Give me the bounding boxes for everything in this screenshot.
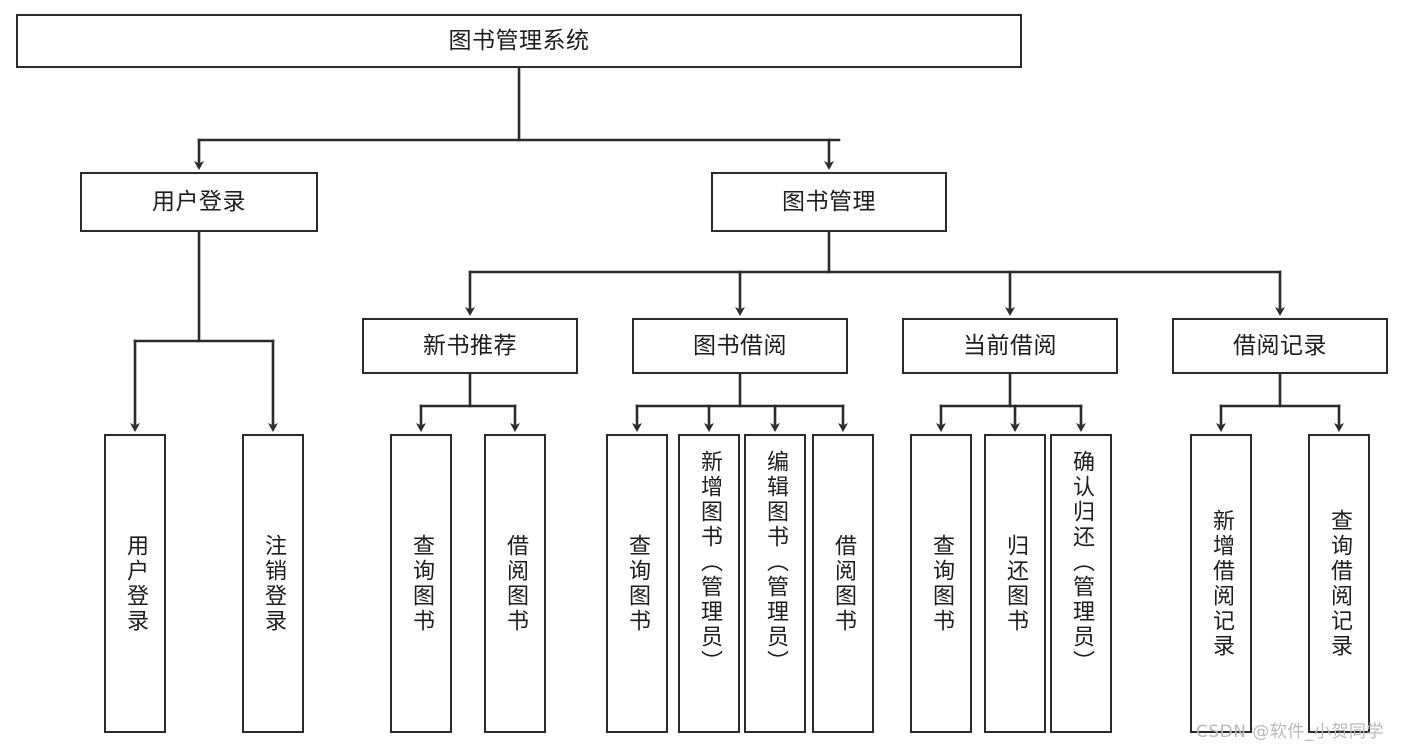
node-leaf-query-borrow-record[interactable]: 查询借阅记录 xyxy=(1308,434,1370,733)
node-leaf-add-borrow-record-label: 新增借阅记录 xyxy=(1209,508,1234,659)
node-leaf-borrow-book-recommend[interactable]: 借阅图书 xyxy=(484,434,546,733)
node-leaf-borrow-book-recommend-label: 借阅图书 xyxy=(503,533,528,634)
node-leaf-user-login[interactable]: 用户登录 xyxy=(104,434,166,733)
node-leaf-borrow-book[interactable]: 借阅图书 xyxy=(812,434,874,733)
node-leaf-confirm-return-admin[interactable]: 确认归还（管理员） xyxy=(1050,434,1112,733)
node-leaf-edit-book-admin[interactable]: 编辑图书（管理员） xyxy=(744,434,806,733)
node-leaf-logout-label: 注销登录 xyxy=(261,533,286,634)
node-root[interactable]: 图书管理系统 xyxy=(16,14,1022,68)
node-leaf-logout[interactable]: 注销登录 xyxy=(242,434,304,733)
node-borrow-record[interactable]: 借阅记录 xyxy=(1172,318,1388,374)
node-new-book-recommend-label: 新书推荐 xyxy=(423,332,517,359)
node-leaf-return-book-label: 归还图书 xyxy=(1003,533,1028,634)
node-leaf-query-book-borrow[interactable]: 查询图书 xyxy=(606,434,668,733)
node-book-borrow-label: 图书借阅 xyxy=(693,332,787,359)
csdn-watermark: CSDN @软件_小贺同学 xyxy=(1196,722,1384,742)
node-leaf-query-book-recommend[interactable]: 查询图书 xyxy=(390,434,452,733)
node-leaf-edit-book-admin-label: 编辑图书（管理员） xyxy=(763,450,788,675)
node-leaf-add-book-admin[interactable]: 新增图书（管理员） xyxy=(678,434,740,733)
node-new-book-recommend[interactable]: 新书推荐 xyxy=(362,318,578,374)
node-leaf-query-book-current[interactable]: 查询图书 xyxy=(910,434,972,733)
node-current-borrow[interactable]: 当前借阅 xyxy=(902,318,1118,374)
node-user-login[interactable]: 用户登录 xyxy=(80,172,318,232)
node-leaf-borrow-book-label: 借阅图书 xyxy=(831,533,856,634)
node-leaf-return-book[interactable]: 归还图书 xyxy=(984,434,1046,733)
node-leaf-user-login-label: 用户登录 xyxy=(123,533,148,634)
node-book-borrow[interactable]: 图书借阅 xyxy=(632,318,848,374)
node-user-login-label: 用户登录 xyxy=(152,188,246,215)
node-root-label: 图书管理系统 xyxy=(448,27,590,54)
node-leaf-add-book-admin-label: 新增图书（管理员） xyxy=(697,450,722,675)
node-leaf-query-book-recommend-label: 查询图书 xyxy=(409,533,434,634)
node-leaf-query-book-current-label: 查询图书 xyxy=(929,533,954,634)
node-leaf-confirm-return-admin-label: 确认归还（管理员） xyxy=(1069,450,1094,675)
node-borrow-record-label: 借阅记录 xyxy=(1233,332,1327,359)
node-book-manage[interactable]: 图书管理 xyxy=(711,172,947,232)
node-leaf-query-borrow-record-label: 查询借阅记录 xyxy=(1327,508,1352,659)
node-book-manage-label: 图书管理 xyxy=(782,188,876,215)
node-leaf-add-borrow-record[interactable]: 新增借阅记录 xyxy=(1190,434,1252,733)
node-leaf-query-book-borrow-label: 查询图书 xyxy=(625,533,650,634)
node-current-borrow-label: 当前借阅 xyxy=(963,332,1057,359)
